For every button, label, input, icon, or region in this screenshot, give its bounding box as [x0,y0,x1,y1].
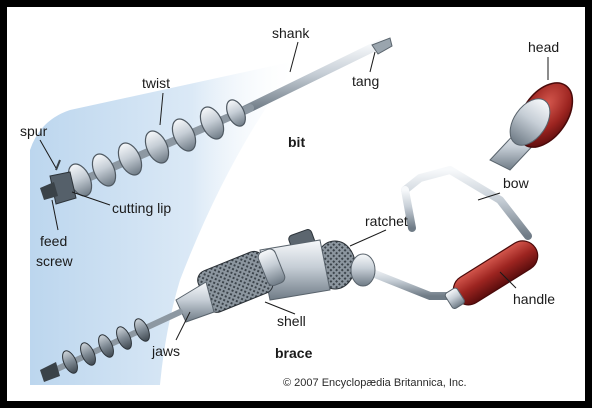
label-feed: feed [40,233,67,249]
label-spur: spur [20,123,48,139]
label-shank: shank [272,25,310,41]
label-shell: shell [277,313,306,329]
label-twist: twist [142,75,170,91]
label-bow: bow [503,175,530,191]
label-handle: handle [513,291,555,307]
copyright-credit: © 2007 Encyclopædia Britannica, Inc. [283,377,467,389]
label-ratchet: ratchet [365,213,408,229]
label-brace: brace [275,345,313,361]
label-tang: tang [352,73,379,89]
label-head: head [528,39,559,55]
label-bit: bit [288,134,305,150]
label-jaws: jaws [151,343,180,359]
label-cutting-lip: cutting lip [112,200,171,216]
label-screw: screw [36,253,73,269]
